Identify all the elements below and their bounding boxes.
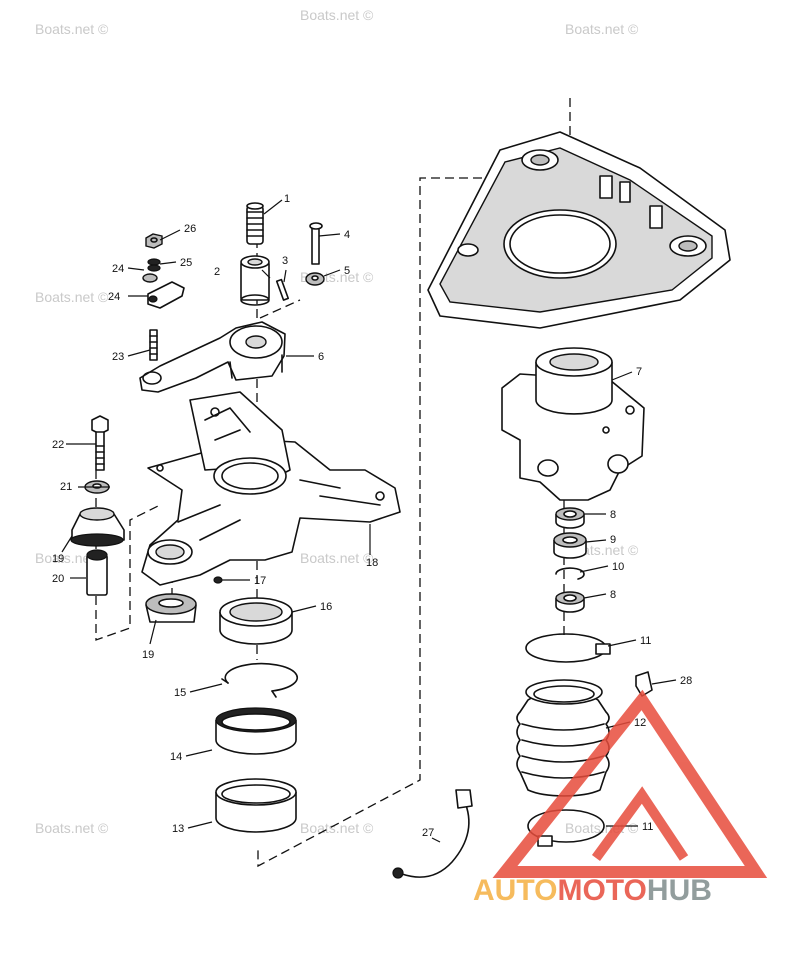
watermark: Boats.net © [565, 21, 639, 37]
callout-14: 14 [170, 751, 182, 763]
callout-19-lower: 19 [142, 649, 154, 661]
part-26-nut [145, 233, 163, 249]
logo-auto: AUTO [473, 874, 557, 907]
watermark: Boats.net © [300, 820, 374, 836]
part-28-clip [635, 671, 653, 697]
part-16-seal [219, 597, 293, 645]
logo-hub: HUB [647, 874, 712, 907]
part-18-transom-housing [141, 391, 401, 586]
part-8-bearing-upper [555, 507, 585, 529]
part-12-bellows [516, 679, 610, 797]
callout-8-upper: 8 [610, 509, 616, 521]
callout-6: 6 [318, 351, 324, 363]
callout-8-lower: 8 [610, 589, 616, 601]
callout-labels: 1 2 3 4 5 6 7 8 9 10 8 11 12 11 28 14 13… [52, 193, 692, 839]
callout-9: 9 [610, 534, 616, 546]
callout-20: 20 [52, 573, 64, 585]
logo-triangle [492, 689, 768, 878]
logo-moto: MOTO [557, 874, 646, 907]
part-19-mount-lower [145, 593, 197, 623]
callout-2: 2 [214, 266, 220, 278]
part-11-hose-clamp-upper [525, 633, 611, 663]
part-2-bushing [240, 255, 270, 306]
part-13-bearing-race [215, 778, 297, 833]
callout-3: 3 [282, 255, 288, 267]
callout-23: 23 [112, 351, 124, 363]
part-24-link [147, 281, 185, 309]
part-23-stud [149, 329, 158, 361]
callout-28: 28 [680, 675, 692, 687]
callout-19-upper: 19 [52, 553, 64, 565]
callout-11-lower: 11 [642, 821, 653, 833]
part-14-bearing [215, 707, 297, 755]
callout-27: 27 [422, 827, 434, 839]
callout-22: 22 [52, 439, 64, 451]
callout-5: 5 [344, 265, 350, 277]
callout-1: 1 [284, 193, 290, 205]
part-3-pin [275, 278, 290, 301]
part-24-washer [142, 273, 158, 283]
watermark: Boats.net © [35, 289, 109, 305]
callout-17: 17 [254, 575, 266, 587]
callout-25: 25 [180, 257, 192, 269]
part-9-bearing [553, 532, 587, 559]
callout-13: 13 [172, 823, 184, 835]
callout-24-upper: 24 [112, 263, 124, 275]
part-15-snap-ring [221, 662, 299, 698]
callout-21: 21 [60, 481, 72, 493]
automotohub-logo: AUTOMOTOHUB [473, 689, 768, 907]
callout-15: 15 [174, 687, 186, 699]
part-17-screw [213, 576, 223, 584]
callout-24-lower: 24 [108, 291, 120, 303]
watermark: Boats.net © [35, 820, 109, 836]
part-20-sleeve [86, 549, 108, 596]
callout-16: 16 [320, 601, 332, 613]
callout-18: 18 [366, 557, 378, 569]
part-22-bolt [91, 415, 109, 471]
callout-12: 12 [634, 717, 646, 729]
part-5-washer [305, 272, 325, 286]
part-7-bell-housing [501, 347, 645, 501]
gimbal-ring-plate [427, 131, 731, 329]
part-8-bearing-lower [555, 591, 585, 613]
logo-triangle-inner [591, 786, 689, 861]
logo-wordmark: AUTOMOTOHUB [473, 874, 712, 907]
callout-11-upper: 11 [640, 635, 651, 647]
part-10-snap-ring [555, 567, 585, 580]
part-1-stud [246, 202, 264, 245]
watermark: Boats.net © [300, 7, 374, 23]
callout-4: 4 [344, 229, 350, 241]
part-19-mount-upper [70, 507, 125, 547]
part-4-bolt [309, 222, 323, 265]
watermark: Boats.net © [35, 21, 109, 37]
part-11-hose-clamp-lower [527, 809, 605, 847]
watermark: Boats.net © [300, 550, 374, 566]
part-6-steering-arm [139, 321, 286, 393]
callout-26: 26 [184, 223, 196, 235]
part-25-lockwasher [147, 258, 161, 272]
callout-7: 7 [636, 366, 642, 378]
callout-10: 10 [612, 561, 624, 573]
part-27-ground-wire [392, 789, 473, 879]
leader-lines [61, 199, 677, 843]
